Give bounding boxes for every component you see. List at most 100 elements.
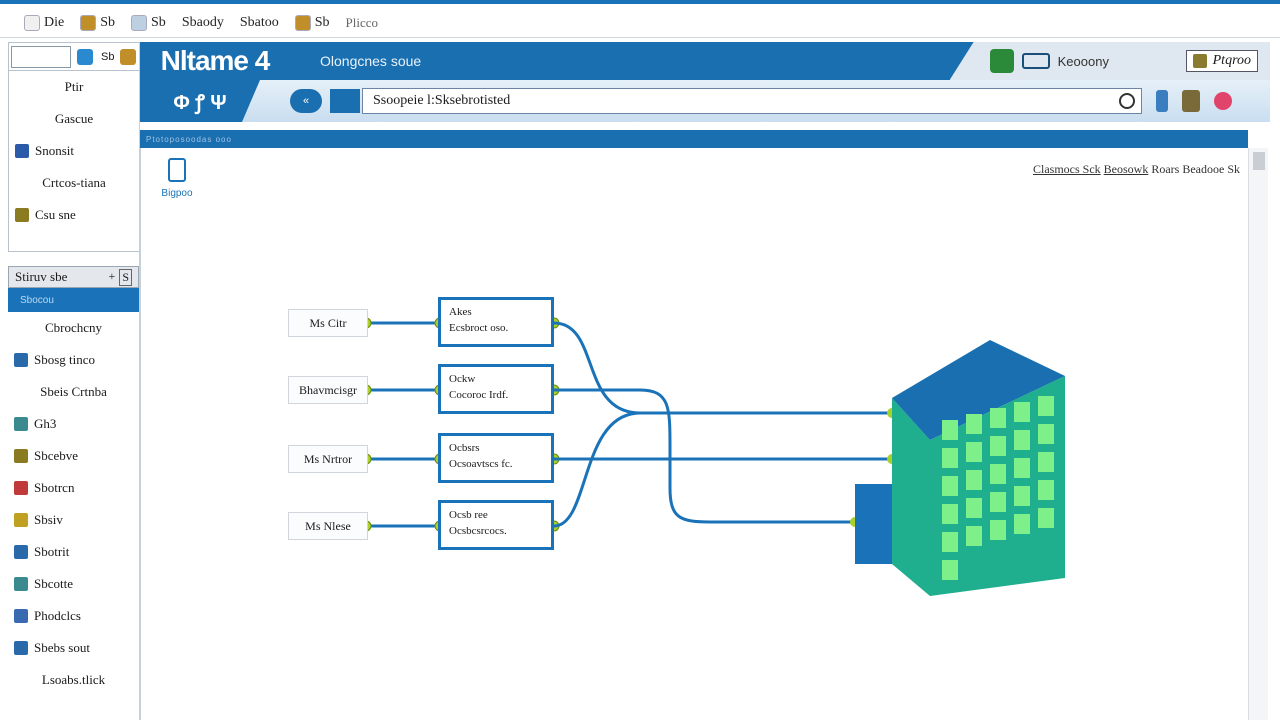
app-logo: Nltame 4 (160, 45, 271, 76)
record-icon[interactable] (1214, 92, 1232, 110)
sidebar-list-item-label: Lsoabs.tlick (41, 672, 106, 687)
scrollbar-thumb[interactable] (1253, 152, 1265, 170)
building-window (1014, 514, 1030, 534)
header-action-button[interactable]: Ptqroo (1185, 50, 1258, 72)
sidebar-list-item-8[interactable]: Sbcotte (8, 568, 139, 600)
menu-item-die[interactable]: Die (16, 14, 72, 31)
sidebar-list-item-3[interactable]: Gh3 (8, 408, 139, 440)
sidebar-list-item-2[interactable]: Sbeis Crtnba (8, 376, 139, 408)
breadcrumb-item[interactable]: Beosowk (1103, 162, 1149, 176)
breadcrumb-item[interactable]: Sk (1227, 162, 1240, 176)
menu-item-sb-2[interactable]: Sb (123, 14, 174, 31)
sidebar-search: Sb (9, 43, 139, 71)
input-label[interactable]: Bhavmcisgr (288, 376, 368, 404)
menu-item-sbaody[interactable]: Sbaody (181, 14, 224, 30)
header-search-label[interactable]: Keooony (1057, 53, 1109, 69)
monitor-icon (14, 545, 28, 559)
building-window (1038, 508, 1054, 528)
building-window (990, 436, 1006, 456)
sidebar-list-item-1[interactable]: Sbosg tinco (8, 344, 139, 376)
add-icon[interactable]: + (108, 268, 116, 283)
sidebar-list-item-4[interactable]: Sbcebve (8, 440, 139, 472)
menu-item-sb-3[interactable]: Sb (287, 14, 338, 31)
phone-icon[interactable] (1156, 90, 1168, 112)
monitor-icon (14, 641, 28, 655)
trash-icon[interactable] (1182, 90, 1200, 112)
gear-icon (294, 14, 311, 31)
node-title: Akes (449, 306, 472, 318)
input-label[interactable]: Ms Nrtror (288, 445, 368, 473)
address-bar[interactable]: Ssoopeie l:Sksebrotisted (362, 88, 1142, 114)
sidebar-list-item-label: Phodclcs (34, 608, 81, 623)
sidebar-list-item-5[interactable]: Sbotrcn (8, 472, 139, 504)
menu-item-plicco[interactable]: Plicco (345, 14, 379, 30)
header-top-row: Nltame 4 Olongcnes soue Keooony Ptqroo (140, 42, 1270, 80)
sidebar-list-item-label: Sbsiv (34, 512, 63, 527)
search-icon[interactable] (77, 48, 93, 65)
sidebar-list-item-label: Cbrochcny (44, 320, 103, 335)
folder-icon (80, 14, 97, 31)
building-window (942, 476, 958, 496)
building-window (966, 470, 982, 490)
sidebar-list-item-9[interactable]: Phodclcs (8, 600, 139, 632)
building-window (1038, 424, 1054, 444)
sidebar-list-item-label: Sbebs sout (34, 640, 90, 655)
back-button[interactable]: « (290, 89, 322, 113)
sidebar-item-4[interactable]: Csu sne (9, 199, 139, 231)
sidebar-list-item-7[interactable]: Sbotrit (8, 536, 139, 568)
toggle-icon[interactable] (1021, 53, 1050, 69)
building-window (1038, 452, 1054, 472)
sidebar-list-item-11[interactable]: Lsoabs.tlick (8, 664, 139, 696)
sidebar-item-0[interactable]: Ptir (9, 71, 139, 103)
sidebar-list-item-0[interactable]: Cbrochcny (8, 312, 139, 344)
sidebar-list-item-label: Gh3 (34, 416, 57, 431)
square-icon (15, 144, 29, 158)
input-label[interactable]: Ms Nlese (288, 512, 368, 540)
sidebar-item-2[interactable]: Snonsit (9, 135, 139, 167)
building-window (966, 414, 982, 434)
building-window (966, 442, 982, 462)
building-window (966, 526, 982, 546)
output-link (553, 321, 892, 415)
address-value: Ssoopeie l:Sksebrotisted (373, 93, 511, 108)
folder-icon (14, 513, 28, 527)
header-toolbar: Φ ꝭ Ψ « Ssoopeie l:Sksebrotisted (140, 80, 1270, 122)
folder-icon[interactable] (120, 48, 137, 65)
settings-icon[interactable]: S (119, 268, 132, 286)
sidebar-list-item-10[interactable]: Sbebs sout (8, 632, 139, 664)
gear-icon (15, 208, 29, 222)
sidebar-panel-title: Stiruv sbe (15, 269, 68, 284)
node-title: Ocsb ree (449, 509, 488, 521)
breadcrumb-item[interactable]: Roars Beadooe (1151, 162, 1225, 176)
menu-item-sbatoo[interactable]: Sbatoo (239, 14, 279, 30)
globe-icon (14, 577, 28, 591)
document-shortcut[interactable]: Bigpoo (157, 158, 197, 199)
document-icon (168, 158, 186, 182)
app-subtitle: Olongcnes soue (320, 53, 422, 69)
input-label[interactable]: Ms Citr (288, 309, 368, 337)
calendar-icon (1192, 54, 1207, 68)
tool-icons[interactable]: Φ ꝭ Ψ (140, 80, 260, 122)
sidebar-list-item-6[interactable]: Sbsiv (8, 504, 139, 536)
building-window (942, 448, 958, 468)
header-controls: Keooony Ptqroo (949, 42, 1270, 80)
breadcrumb-item[interactable]: Clasmocs Sck (1032, 162, 1101, 176)
vertical-scrollbar[interactable] (1248, 148, 1268, 720)
sidebar-selected-item[interactable]: Sbocou (8, 288, 139, 312)
status-icon[interactable] (989, 49, 1014, 73)
building-window (1014, 458, 1030, 478)
building-front (930, 376, 1065, 596)
menu-item-sb-1[interactable]: Sb (72, 14, 123, 31)
search-icon[interactable] (1119, 93, 1135, 109)
sidebar-search-input[interactable] (11, 45, 71, 68)
pencil-icon (14, 609, 28, 623)
sidebar-item-3[interactable]: Crtcos-tiana (9, 167, 139, 199)
sidebar-list-item-label: Sbotrit (34, 544, 70, 559)
building-window (966, 498, 982, 518)
sidebar-item-1[interactable]: Gascue (9, 103, 139, 135)
